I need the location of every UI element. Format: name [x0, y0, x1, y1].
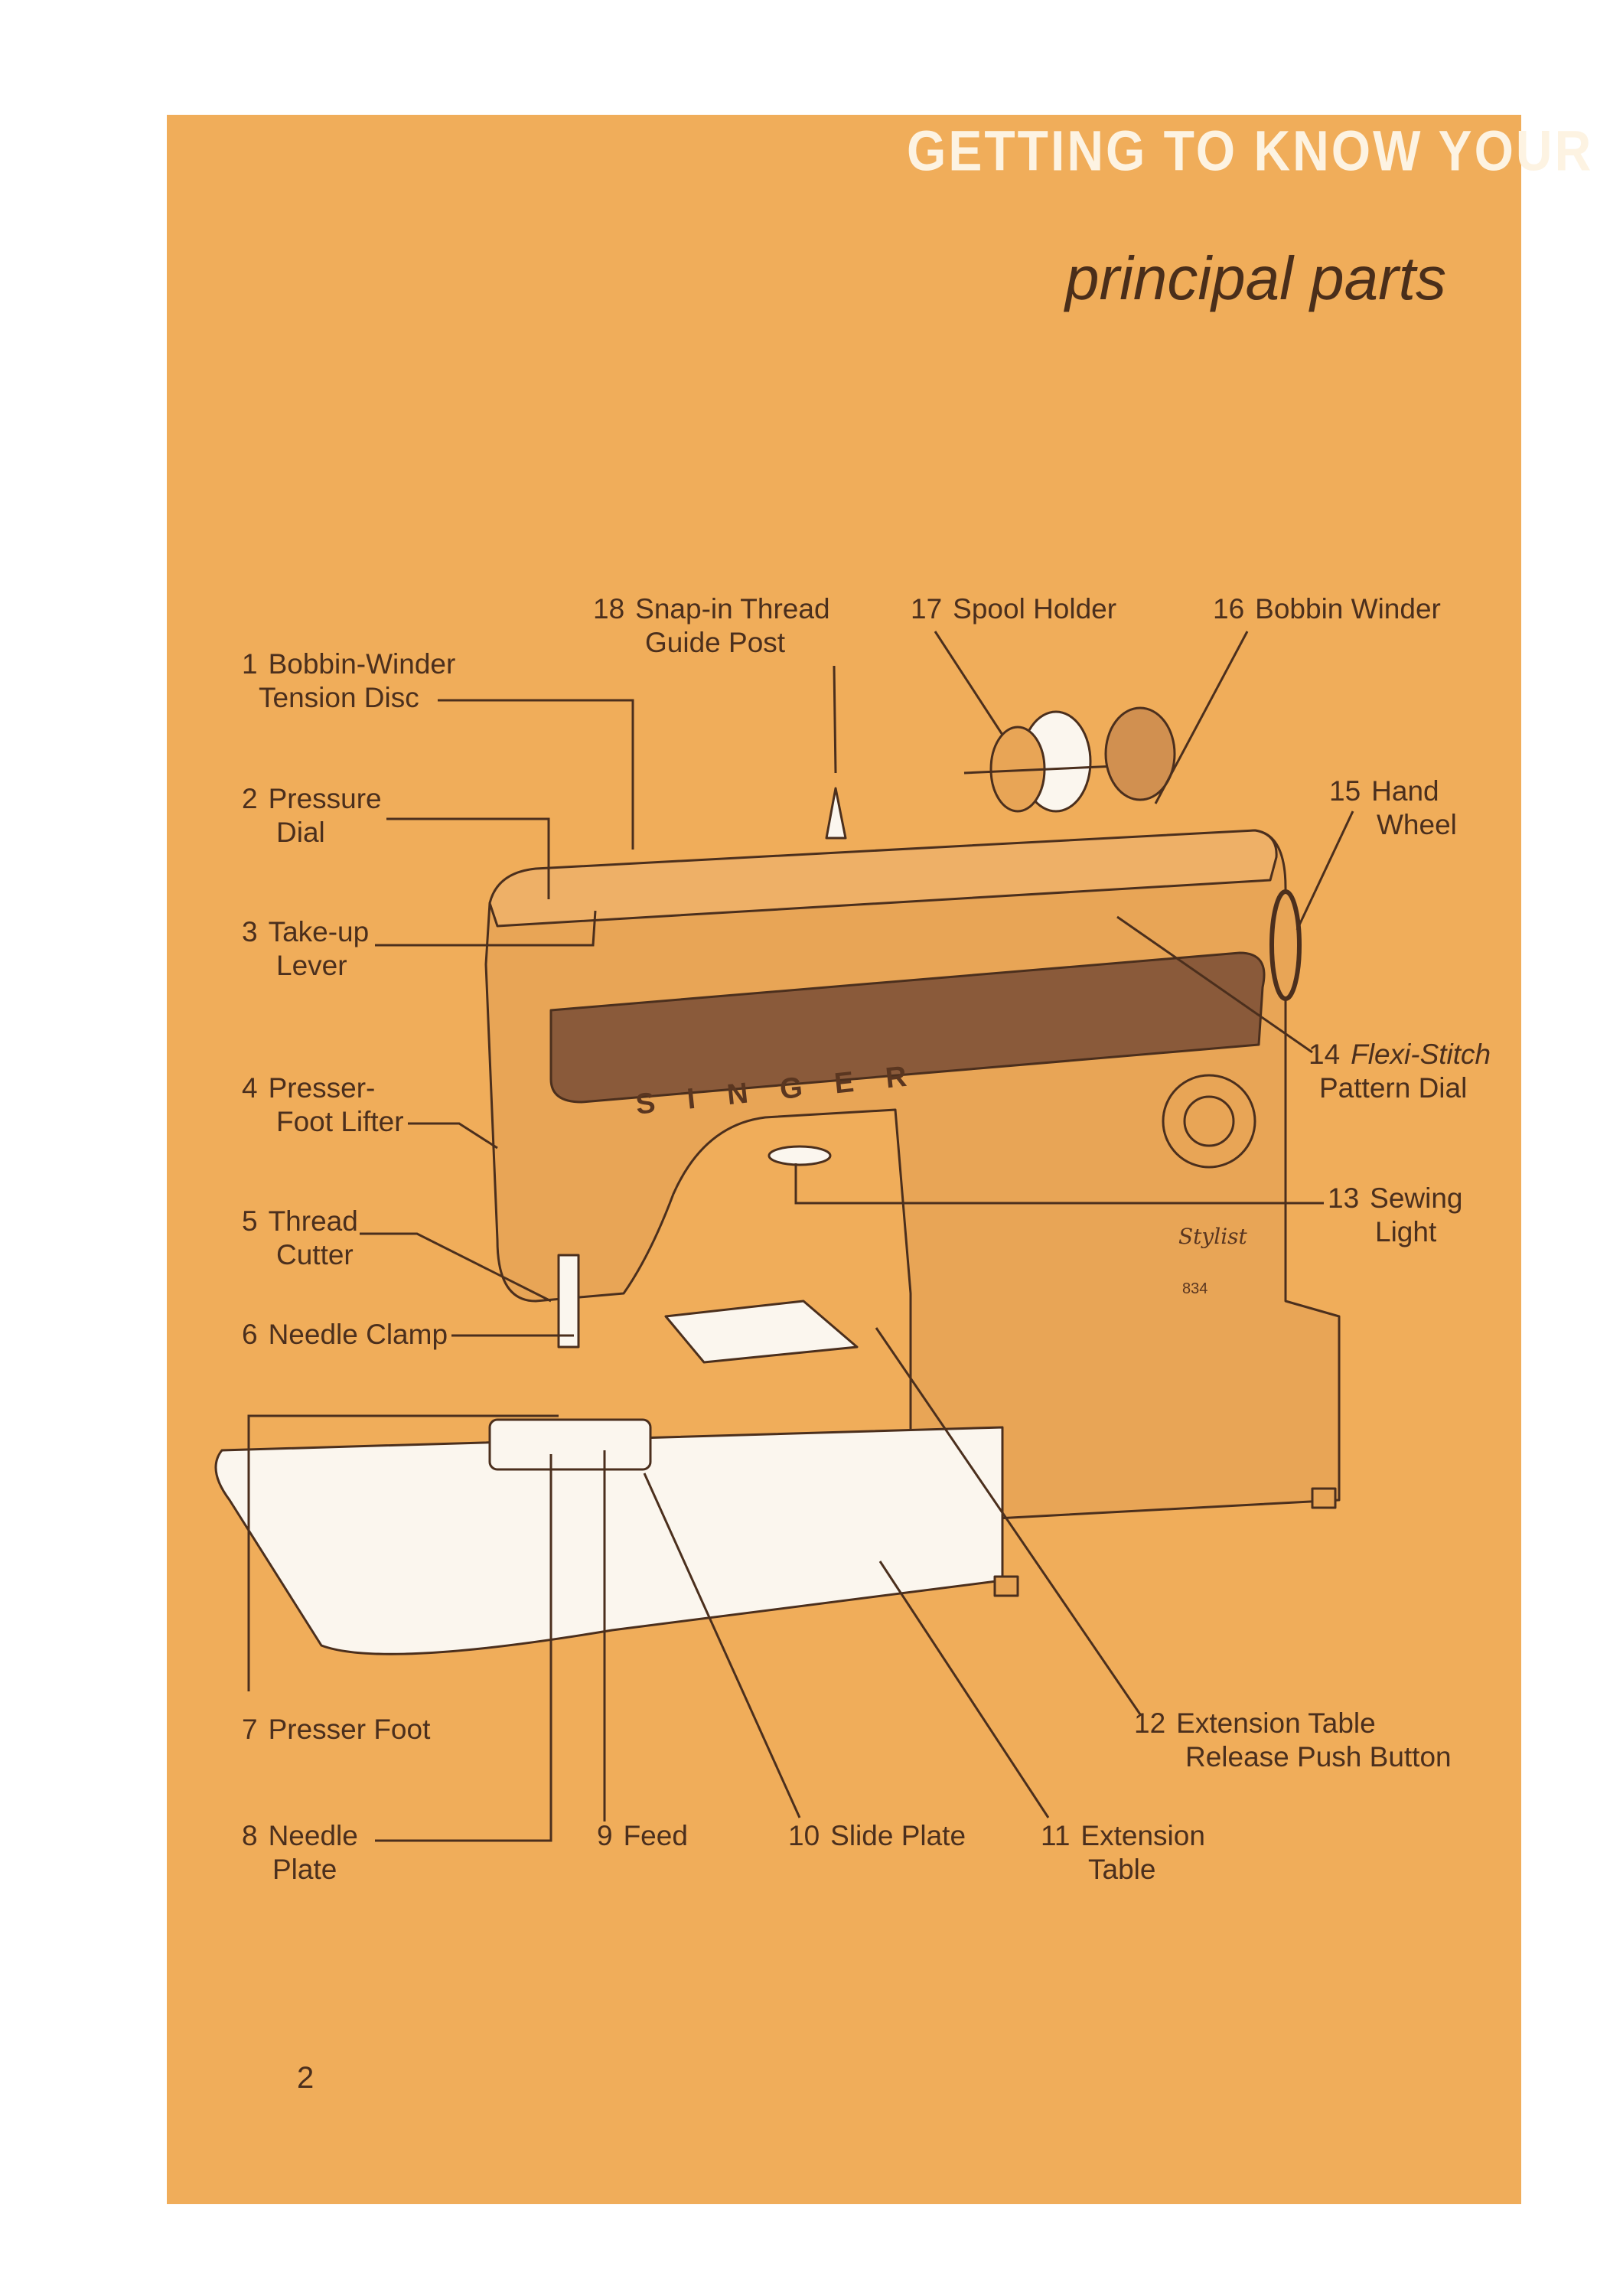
leader-7 — [247, 1414, 559, 1691]
sewing-light — [768, 1145, 832, 1166]
leader-8 — [375, 1454, 552, 1842]
leader-2 — [386, 817, 550, 899]
leader-18 — [833, 665, 837, 774]
leader-15 — [1295, 810, 1354, 931]
leader-16 — [1154, 631, 1249, 804]
needle-bar — [557, 1254, 580, 1349]
leader-1 — [438, 699, 634, 850]
leader-14 — [1116, 915, 1313, 1054]
thread-guide-post — [825, 787, 847, 840]
leader-10 — [643, 1473, 801, 1818]
leader-4 — [408, 1122, 498, 1150]
leader-12 — [875, 1327, 1142, 1715]
machine-top — [488, 829, 1278, 928]
leader-5 — [360, 1232, 552, 1303]
page-header: GETTING TO KNOW YOUR — [907, 119, 1594, 182]
leader-11 — [878, 1561, 1050, 1818]
page-subtitle: principal parts — [1064, 244, 1446, 312]
hand-wheel — [1269, 889, 1302, 1001]
leader-13 — [794, 1163, 1324, 1205]
page-background — [167, 115, 1521, 2204]
needle-plate — [488, 1418, 652, 1471]
leader-3 — [375, 910, 597, 947]
page-number: 2 — [297, 2061, 314, 2095]
model-script: Stylist — [1178, 1224, 1248, 1249]
extension-table — [214, 1426, 1004, 1655]
model-number: 834 — [1182, 1280, 1207, 1297]
bobbin-winder-disk — [1104, 706, 1176, 801]
leader-17 — [934, 631, 1004, 735]
